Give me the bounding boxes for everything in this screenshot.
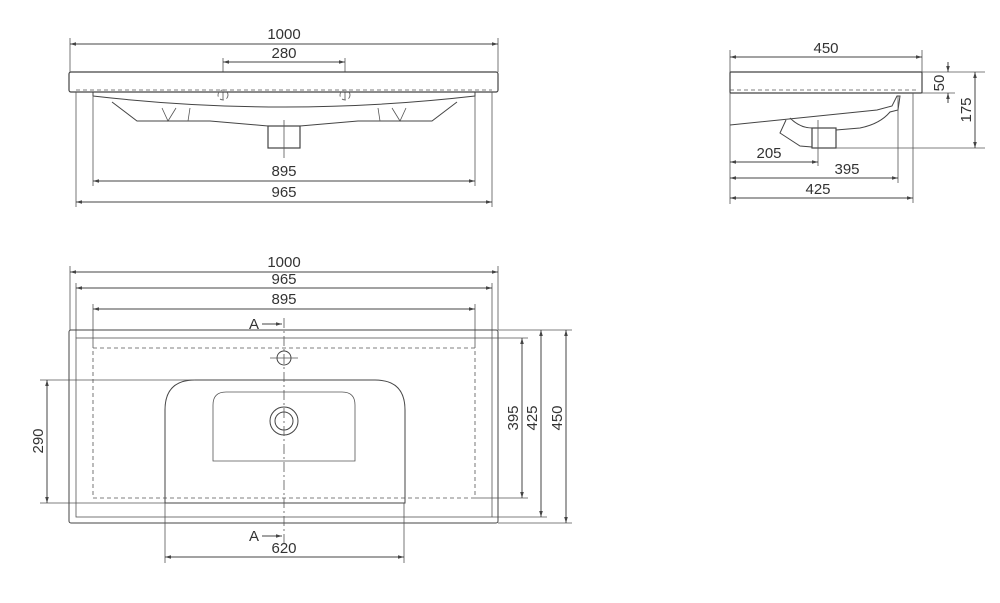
countertop-slab: [68, 71, 499, 93]
dim-label-slab-height: 50: [931, 75, 948, 92]
side-slab: [729, 71, 923, 94]
dim-label-drain-offset: 205: [756, 145, 781, 162]
dim-label-total-height: 175: [958, 97, 975, 122]
section-mark-top: A: [249, 316, 259, 333]
plan-dim-label-basin-width: 620: [271, 540, 296, 557]
plan-dim-label-depth-cabinet: 425: [524, 405, 541, 430]
plan-dim-label-bowl-width: 895: [271, 291, 296, 308]
section-mark-bottom: A: [249, 528, 259, 545]
plan-dim-label-depth-overall: 450: [549, 405, 566, 430]
dim-label-overall-width: 1000: [267, 26, 300, 43]
countertop-outline: [68, 329, 499, 524]
bowl-rim: [92, 92, 476, 108]
dim-label-bowl-width: 895: [271, 163, 296, 180]
dim-label-cabinet-width: 965: [271, 184, 296, 201]
plan-dim-label-basin-depth: 290: [30, 428, 47, 453]
front-view: 1000 280 895 965: [68, 26, 499, 207]
basin-outline: [164, 379, 406, 504]
dim-label-cabinet-depth: 425: [805, 181, 830, 198]
dim-label-depth: 450: [813, 40, 838, 57]
plan-view: 1000 965 895 A A 290 620 395 425: [30, 254, 572, 563]
dim-label-bowl-depth: 395: [834, 161, 859, 178]
plan-dim-label-cabinet-width: 965: [271, 271, 296, 288]
side-view: 450 50 175 205 395 425: [729, 40, 985, 204]
basin-bowl: [212, 391, 356, 462]
bowl-underside: [111, 101, 458, 127]
dim-label-tap-spacing: 280: [271, 45, 296, 62]
plan-dim-label-depth-bowl: 395: [505, 405, 522, 430]
plan-dim-label-overall-width: 1000: [267, 254, 300, 271]
